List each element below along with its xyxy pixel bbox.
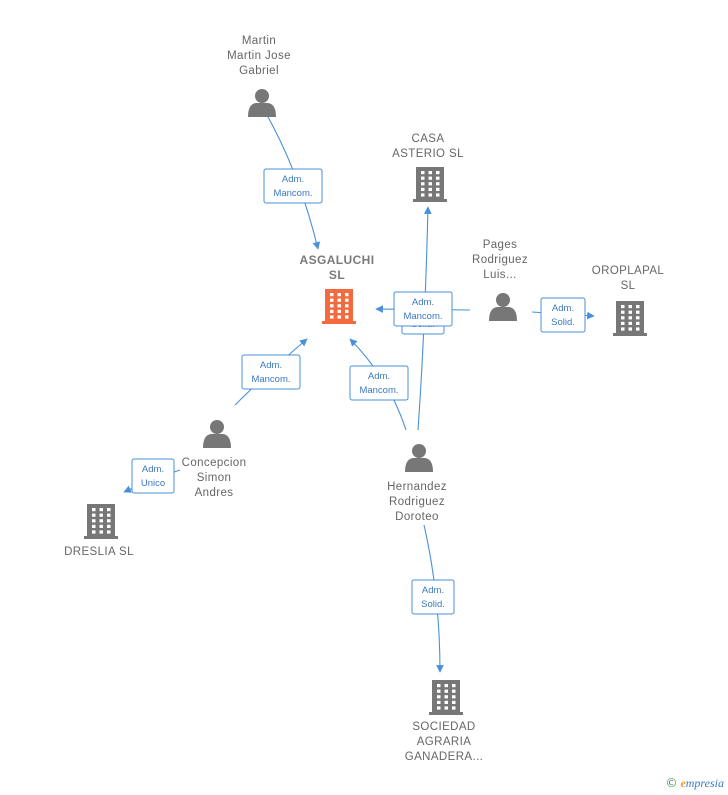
- edge-label-box[interactable]: Adm. Unico: [131, 458, 175, 494]
- node-label-line: Martin Jose: [227, 50, 291, 62]
- brand-name: mpresia: [685, 776, 724, 790]
- copyright-symbol: ©: [665, 776, 678, 790]
- edge-label-line: Mancom.: [359, 385, 398, 396]
- person-icon: [489, 293, 517, 321]
- node-label-line: Simon: [197, 472, 232, 484]
- node-label-line: Gabriel: [239, 65, 279, 77]
- building-icon: [322, 289, 356, 324]
- person-icon: [203, 420, 231, 448]
- edge-label-line: Adm.: [412, 297, 434, 308]
- edge-label-box[interactable]: Adm. Solid.: [540, 297, 586, 333]
- node-label-line: DRESLIA SL: [64, 546, 134, 558]
- edge-label-line: Solid.: [551, 317, 575, 328]
- node-label-line: Doroteo: [395, 511, 439, 523]
- node-label-line: Hernandez: [387, 481, 447, 493]
- credit-watermark: ©empresia: [665, 776, 724, 791]
- edge-label-box[interactable]: Adm. Solid.: [411, 579, 455, 615]
- edge-label-line: Adm.: [368, 371, 390, 382]
- edge-label-box[interactable]: Adm. Mancom.: [263, 168, 323, 204]
- node-dreslia[interactable]: DRESLIA SL: [64, 504, 134, 558]
- node-label-line: Concepcion: [182, 457, 247, 469]
- edge-label-box[interactable]: Adm. Mancom.: [393, 291, 453, 327]
- node-label: SOCIEDAD AGRARIA GANADERA...: [405, 721, 484, 763]
- node-label-line: CASA: [412, 133, 445, 145]
- edge-label-line: Adm.: [422, 585, 444, 596]
- node-label: CASA ASTERIO SL: [392, 133, 464, 160]
- building-icon: [613, 301, 647, 336]
- building-icon: [84, 504, 118, 539]
- node-label-line: Martin: [242, 35, 276, 47]
- node-label: OROPLAPAL SL: [592, 265, 665, 292]
- building-icon: [413, 167, 447, 202]
- node-oroplapal[interactable]: OROPLAPAL SL: [592, 265, 665, 336]
- node-label-line: AGRARIA: [417, 736, 472, 748]
- node-casa[interactable]: CASA ASTERIO SL: [392, 133, 464, 202]
- node-label-line: ASGALUCHI: [300, 253, 375, 267]
- edge-label-line: Adm.: [552, 303, 574, 314]
- node-label-line: OROPLAPAL: [592, 265, 665, 277]
- edge-label-line: Solid.: [421, 599, 445, 610]
- edge-label-box[interactable]: Adm. Mancom.: [241, 354, 301, 390]
- person-icon: [405, 444, 433, 472]
- edge-label-line: Mancom.: [403, 311, 442, 322]
- node-label-line: Pages: [483, 239, 518, 251]
- edge-label-line: Mancom.: [273, 188, 312, 199]
- node-label: DRESLIA SL: [64, 546, 134, 558]
- person-icon: [248, 89, 276, 117]
- edge-label-line: Unico: [141, 478, 165, 489]
- node-label-line: Rodriguez: [472, 254, 528, 266]
- node-label-line: ASTERIO SL: [392, 148, 464, 160]
- edge-labels-layer: Adm. Mancom. Adm. Solid. Adm. Mancom. Adm. Soli…: [131, 168, 586, 615]
- edge-label-line: Mancom.: [251, 374, 290, 385]
- node-label-line: Rodriguez: [389, 496, 445, 508]
- node-label-line: GANADERA...: [405, 751, 484, 763]
- node-label-line: SL: [621, 280, 636, 292]
- edge-label-line: Adm.: [282, 174, 304, 185]
- edge-label-line: Adm.: [142, 464, 164, 475]
- node-label-line: SOCIEDAD: [412, 721, 475, 733]
- node-label-line: Luis...: [483, 269, 516, 281]
- node-sociedad[interactable]: SOCIEDAD AGRARIA GANADERA...: [405, 680, 484, 763]
- edge-label-box[interactable]: Adm. Mancom.: [349, 365, 409, 401]
- node-label-line: SL: [329, 268, 345, 282]
- edge-label-line: Adm.: [260, 360, 282, 371]
- building-icon: [429, 680, 463, 715]
- brand-initial: e: [680, 776, 686, 790]
- node-label-line: Andres: [195, 487, 234, 499]
